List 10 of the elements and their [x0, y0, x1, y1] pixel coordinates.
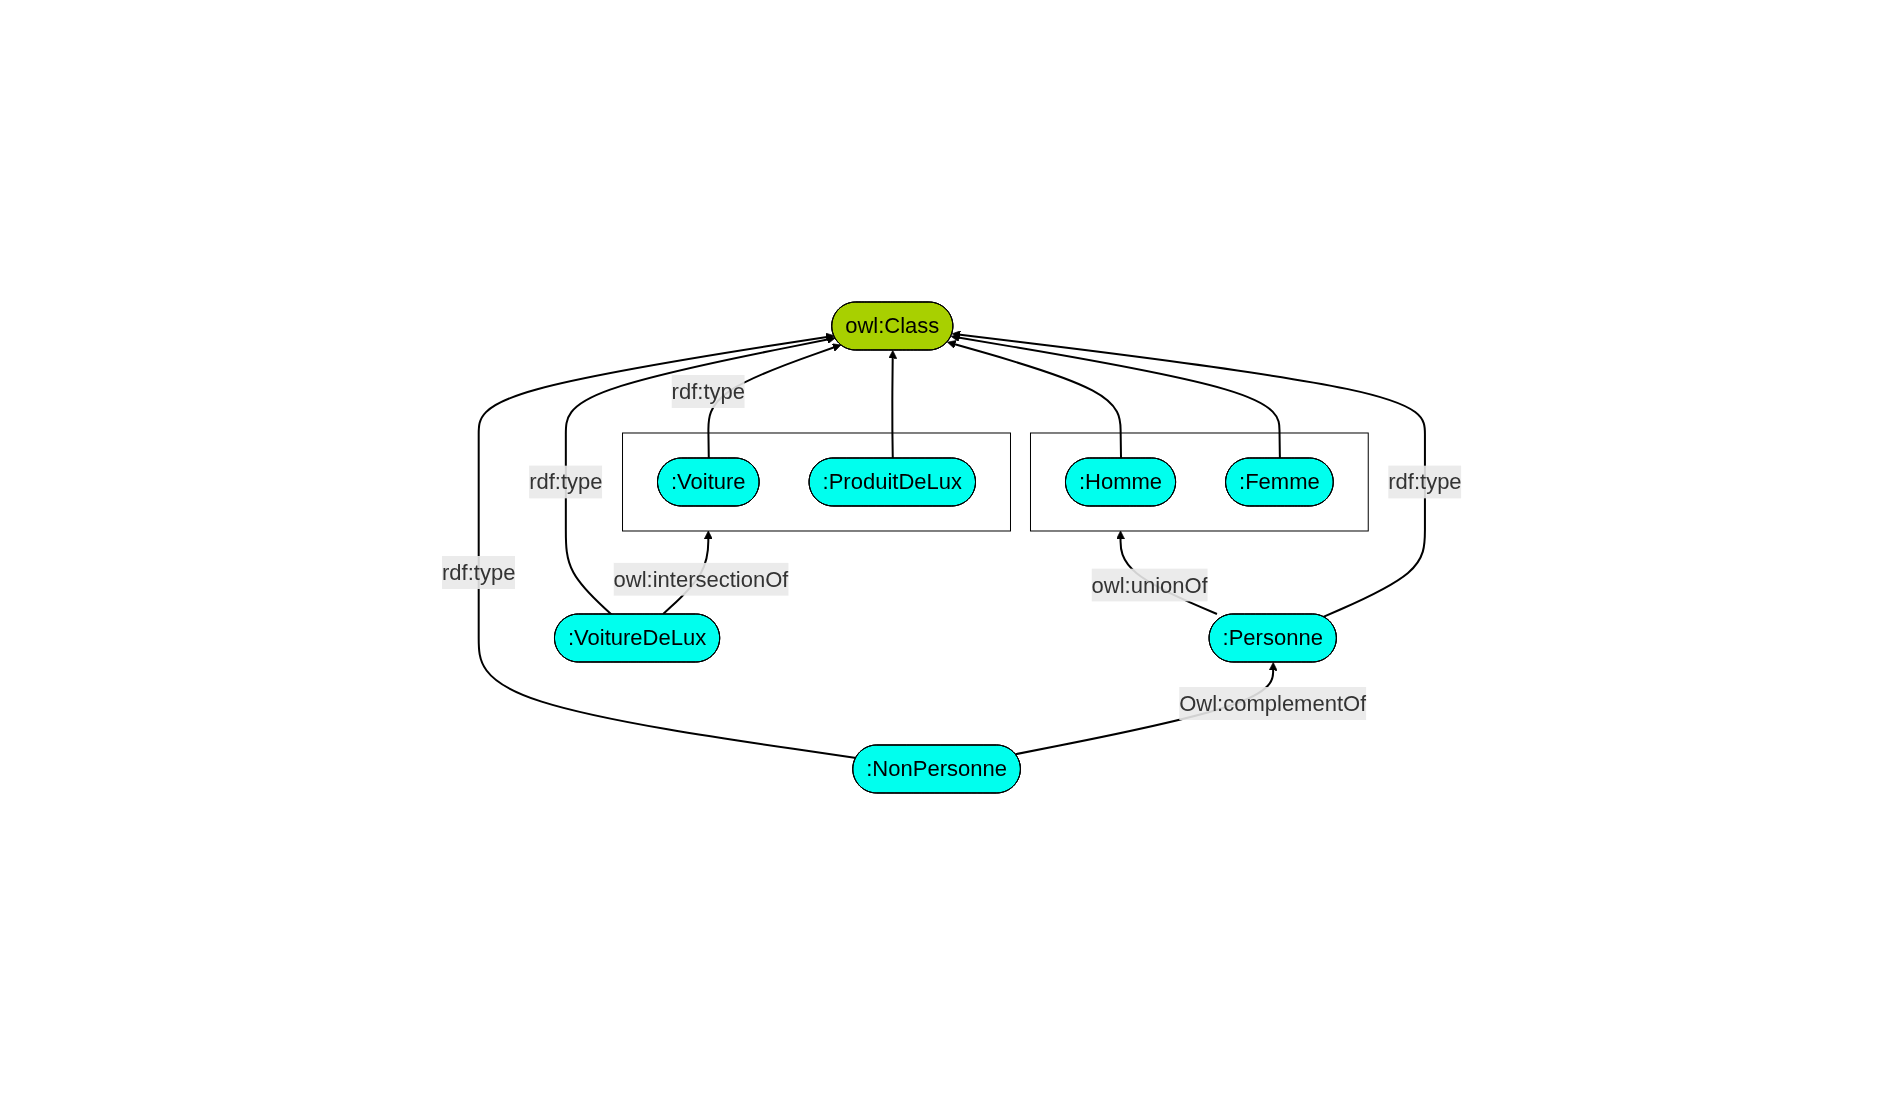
edge-label: owl:unionOf — [1091, 572, 1208, 598]
cluster — [1030, 432, 1369, 532]
cluster — [622, 432, 1012, 532]
edge-label: rdf:type — [442, 559, 516, 585]
edge-label: Owl:complementOf — [1179, 690, 1367, 716]
edge-label: rdf:type — [1388, 469, 1462, 495]
edge-label: rdf:type — [529, 469, 603, 495]
edge-label: owl:intersectionOf — [613, 566, 789, 592]
edge-label: rdf:type — [671, 379, 746, 404]
arrow — [477, 332, 858, 759]
